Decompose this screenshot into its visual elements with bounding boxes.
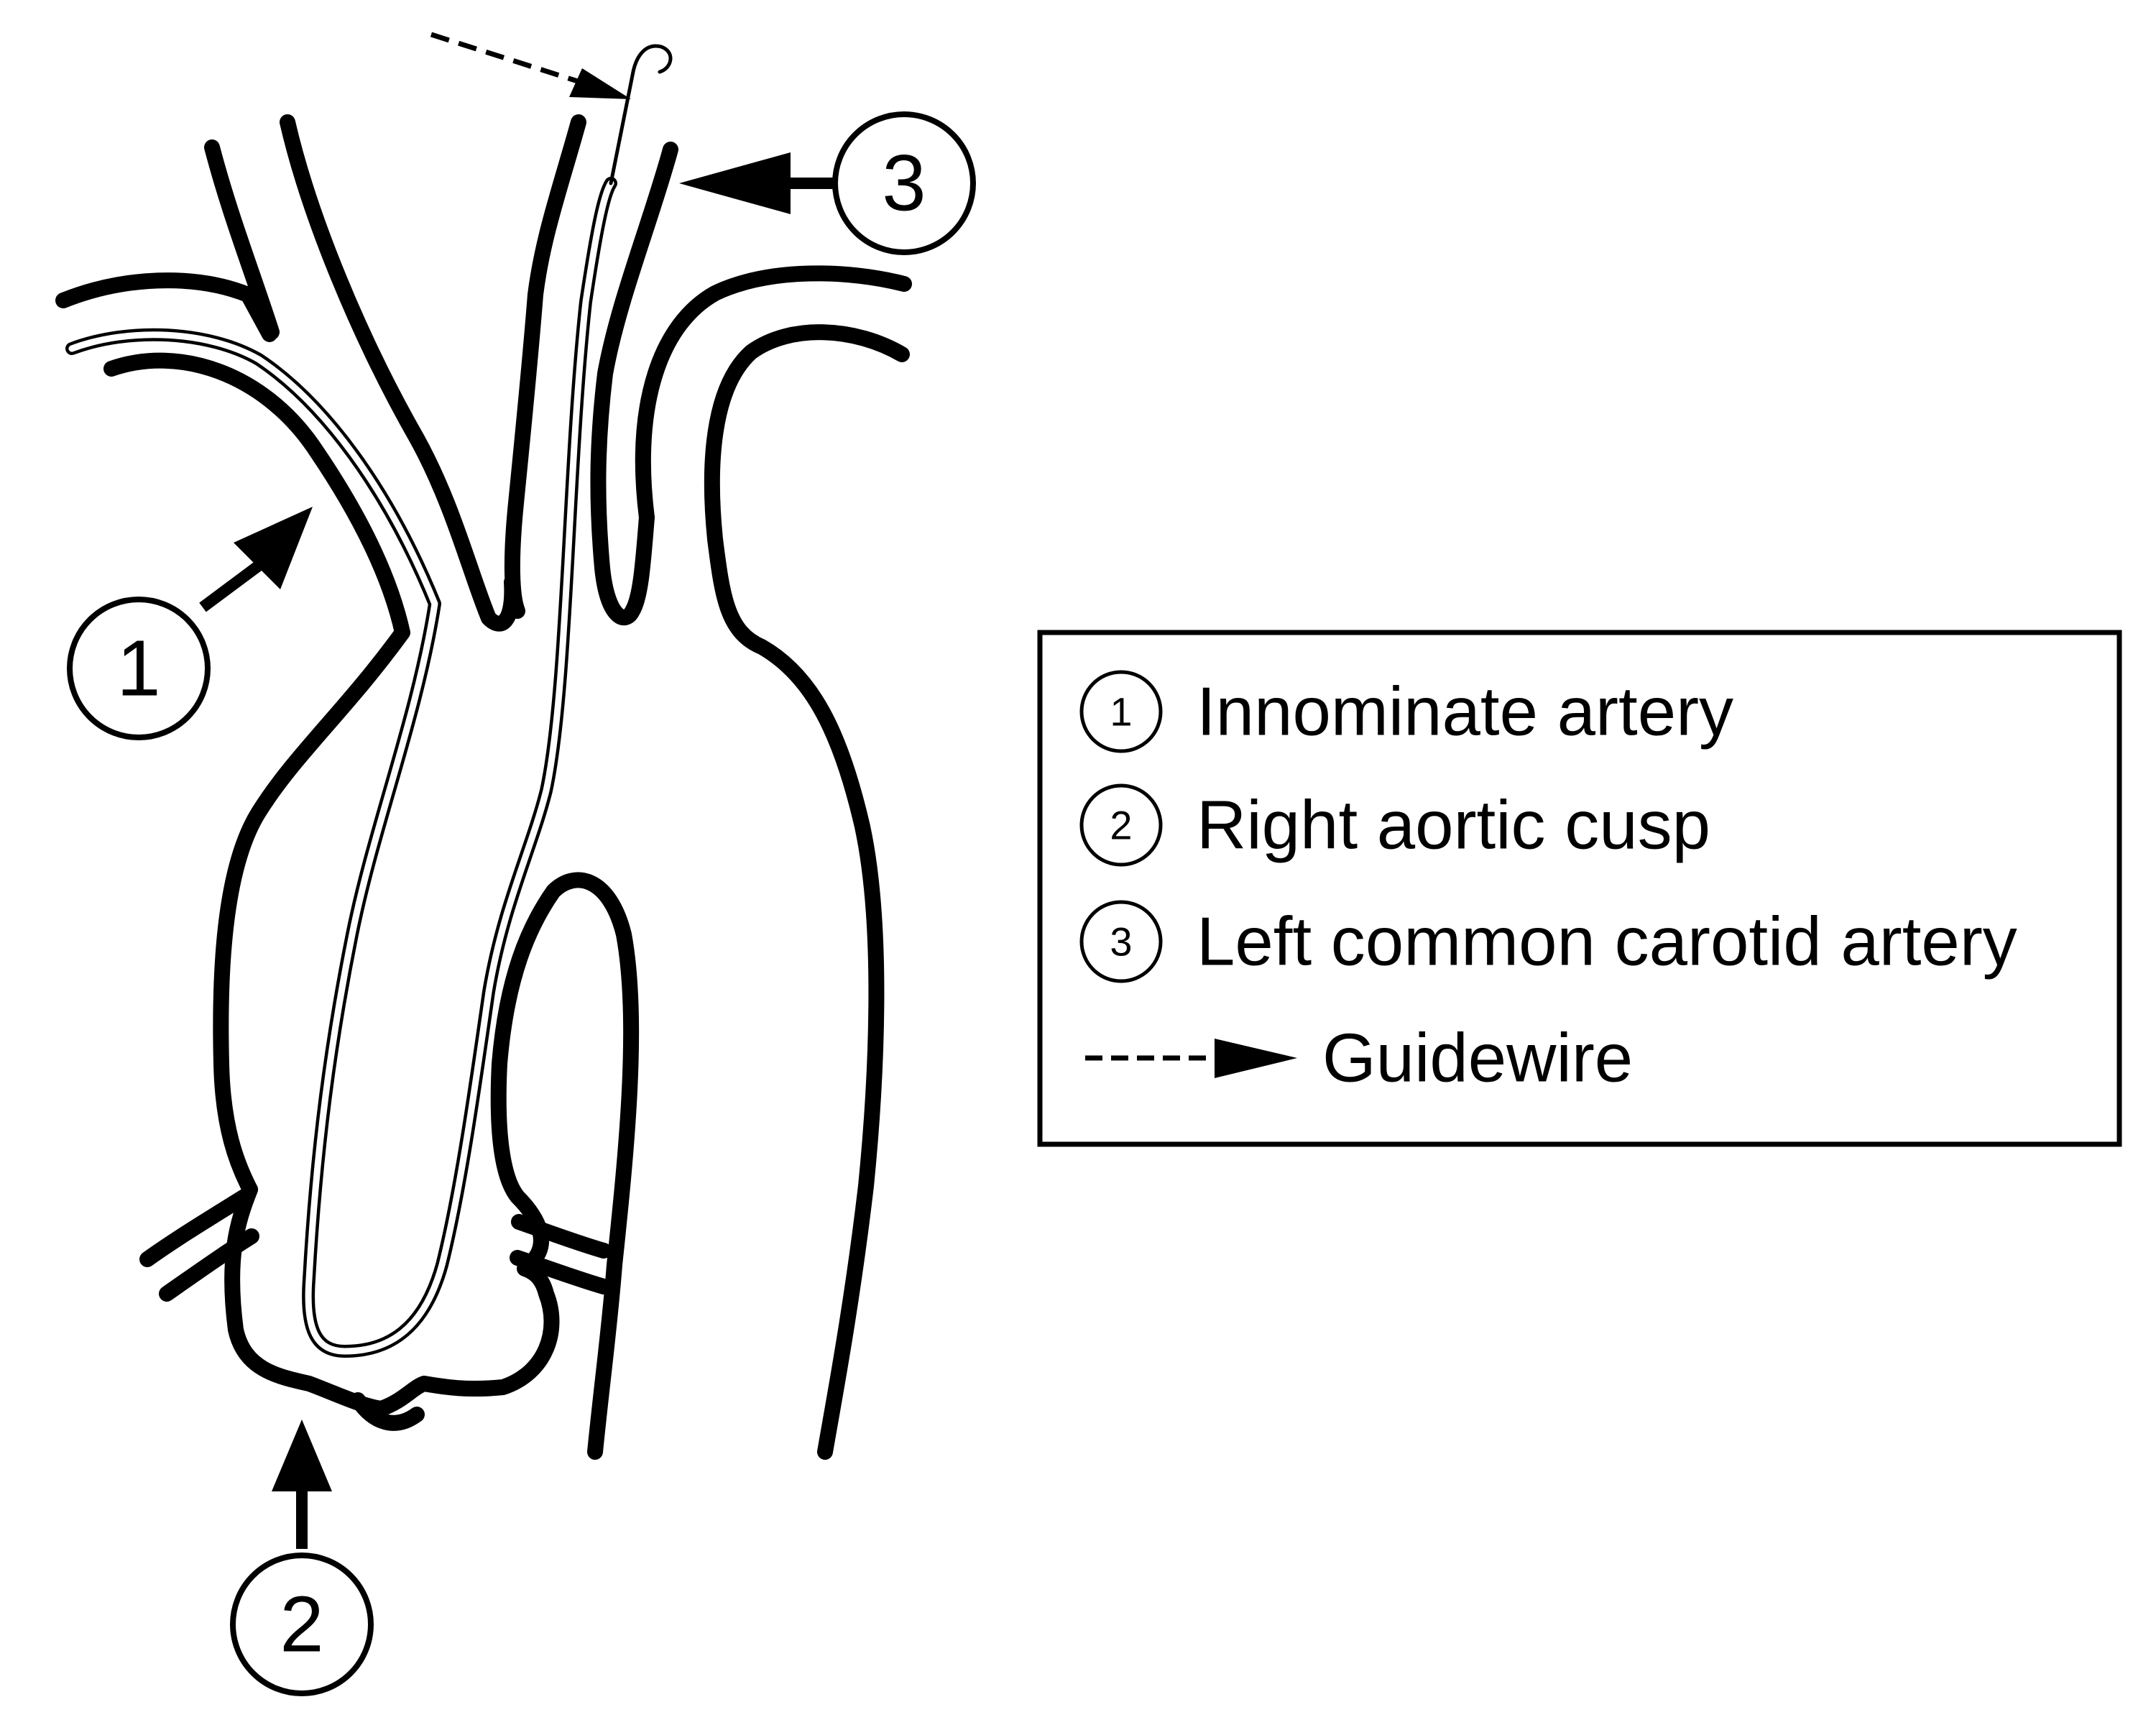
legend-item-1-number: 1: [1110, 689, 1132, 735]
callout-1-number: 1: [116, 625, 160, 713]
callout-2: 2: [230, 1420, 374, 1696]
guidewire-path: [65, 44, 673, 1358]
legend-guidewire-label: Guidewire: [1322, 1020, 1633, 1097]
legend-item-3-circle: [1079, 900, 1163, 983]
callout-3-circle: [832, 111, 976, 255]
aortic-cusp-lower: [350, 1392, 425, 1431]
legend-item-2-label: Right aortic cusp: [1197, 787, 1710, 864]
left-subclavian-lower-wall: [704, 324, 910, 1460]
legend-item-3-number: 3: [1110, 919, 1132, 965]
legend-item-1: 1 Innominate artery: [1079, 670, 1733, 753]
legend-item-2-number: 2: [1110, 803, 1132, 848]
callout-3: 3: [679, 111, 976, 255]
callout-1: 1: [67, 507, 313, 740]
aortic-root-bottom: [224, 1182, 560, 1417]
legend-item-3-label: Left common carotid artery: [1197, 903, 2017, 980]
left-coronary-stub-upper: [511, 1214, 612, 1259]
guidewire-pointer-arrow: [430, 32, 631, 99]
legend-item-2: 2 Right aortic cusp: [1079, 783, 1710, 867]
callout-1-circle: [67, 597, 211, 740]
descending-aorta-inner-wall: [490, 872, 640, 1460]
right-coronary-stub-lower: [159, 1228, 259, 1302]
callout-2-number: 2: [280, 1581, 323, 1669]
legend-item-1-circle: [1079, 670, 1163, 753]
left-carotid-right-wall: [590, 142, 678, 625]
legend-item-3: 3 Left common carotid artery: [1079, 900, 2017, 983]
callout-3-number: 3: [882, 139, 926, 228]
legend-item-2-circle: [1079, 783, 1163, 867]
aorta-outline: [55, 114, 912, 1460]
left-subclavian-upper-wall: [635, 265, 912, 525]
innominate-upper-wall: [55, 272, 277, 342]
left-coronary-stub-lower: [510, 1250, 612, 1294]
right-carotid-left-wall: [204, 139, 280, 340]
callout-2-circle: [230, 1552, 374, 1696]
right-coronary-stub-upper: [139, 1189, 252, 1267]
legend-item-1-label: Innominate artery: [1197, 673, 1733, 750]
legend: 1 Innominate artery 2 Right aortic cusp …: [1037, 630, 2122, 1147]
legend-guidewire-arrowhead: [1215, 1039, 1297, 1078]
left-carotid-left-wall: [504, 114, 586, 619]
innominate-lower-wall: [103, 352, 410, 1197]
right-carotid-right-wall: [280, 114, 520, 632]
legend-guidewire: Guidewire: [1085, 1020, 1633, 1097]
